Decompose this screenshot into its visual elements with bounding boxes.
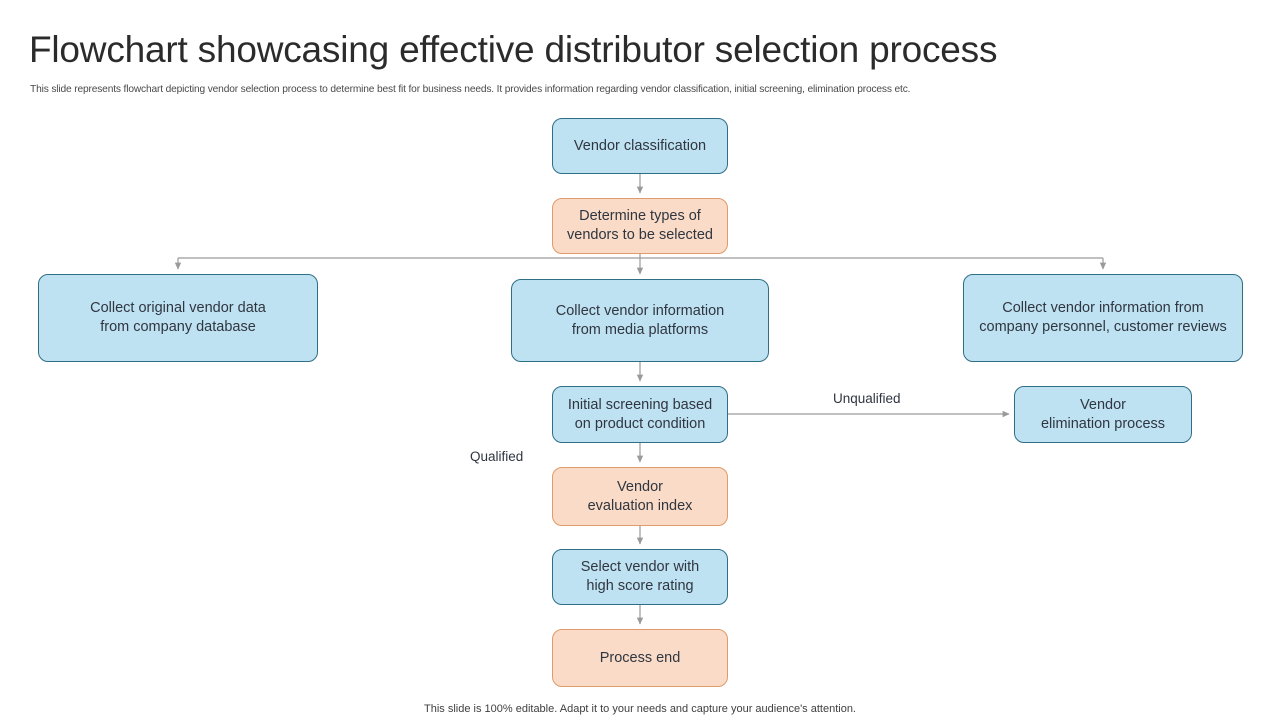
node-collect-vendor-info-media[interactable]: Collect vendor information from media pl…	[511, 279, 769, 362]
node-select-vendor-high-score[interactable]: Select vendor with high score rating	[552, 549, 728, 605]
page-title: Flowchart showcasing effective distribut…	[29, 29, 998, 70]
node-determine-types[interactable]: Determine types of vendors to be selecte…	[552, 198, 728, 254]
edge-label-qualified: Qualified	[470, 449, 524, 464]
node-vendor-classification[interactable]: Vendor classification	[552, 118, 728, 174]
node-vendor-evaluation-index[interactable]: Vendor evaluation index	[552, 467, 728, 526]
node-collect-vendor-info-personnel[interactable]: Collect vendor information from company …	[963, 274, 1243, 362]
node-initial-screening[interactable]: Initial screening based on product condi…	[552, 386, 728, 443]
node-process-end[interactable]: Process end	[552, 629, 728, 687]
slide-footer-note: This slide is 100% editable. Adapt it to…	[424, 703, 856, 715]
node-collect-original-vendor-data[interactable]: Collect original vendor data from compan…	[38, 274, 318, 362]
page-subtitle: This slide represents flowchart depictin…	[30, 84, 911, 95]
edge-label-unqualified: Unqualified	[833, 391, 901, 406]
node-vendor-elimination-process[interactable]: Vendor elimination process	[1014, 386, 1192, 443]
